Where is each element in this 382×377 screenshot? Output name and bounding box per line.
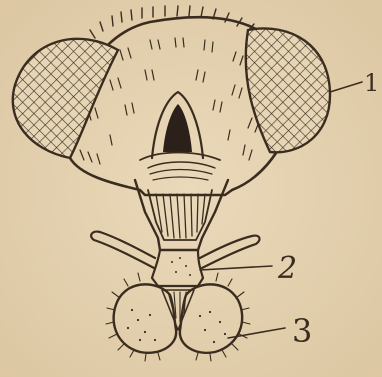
label-2: 2 [277,251,297,286]
label-3: 3 [292,312,312,350]
label-1: 1 [364,69,379,97]
